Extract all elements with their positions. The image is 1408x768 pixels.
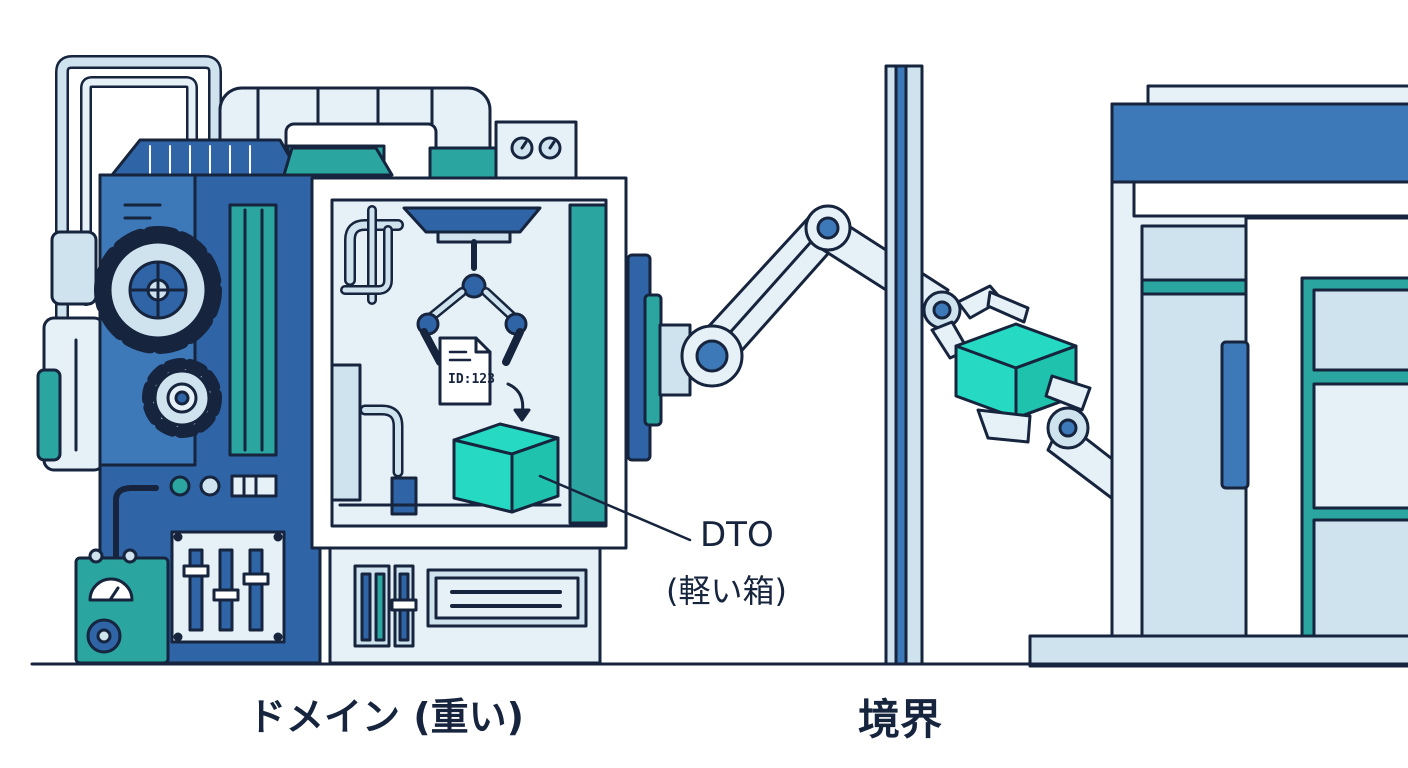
side-bracket: [36, 230, 106, 472]
roof-vents: [110, 138, 394, 177]
gear-icon: [142, 358, 222, 438]
cube-icon: [954, 322, 1078, 420]
boundary-label: 境界: [858, 695, 943, 744]
cube-icon: [452, 422, 560, 514]
domain-label: ドメイン (重い): [248, 695, 524, 739]
dto-sublabel: (軽い箱): [666, 572, 787, 610]
vent-slots: [228, 203, 278, 457]
receiving-building: [1028, 84, 1408, 668]
document-id-label: ID:123: [448, 372, 495, 387]
domain-machine: [36, 55, 692, 665]
gear-icon: [94, 226, 222, 354]
boundary-post: [884, 64, 924, 666]
dto-leader-line: [538, 474, 692, 542]
dto-label: DTO: [700, 515, 774, 555]
indicator-lights: [169, 474, 278, 498]
document-icon: [438, 336, 492, 406]
control-knob-panel: [494, 120, 578, 180]
pipes: [55, 55, 222, 337]
claw-icon: [416, 273, 528, 366]
gauge-icon: [74, 485, 170, 665]
slider-panel: [170, 530, 286, 644]
